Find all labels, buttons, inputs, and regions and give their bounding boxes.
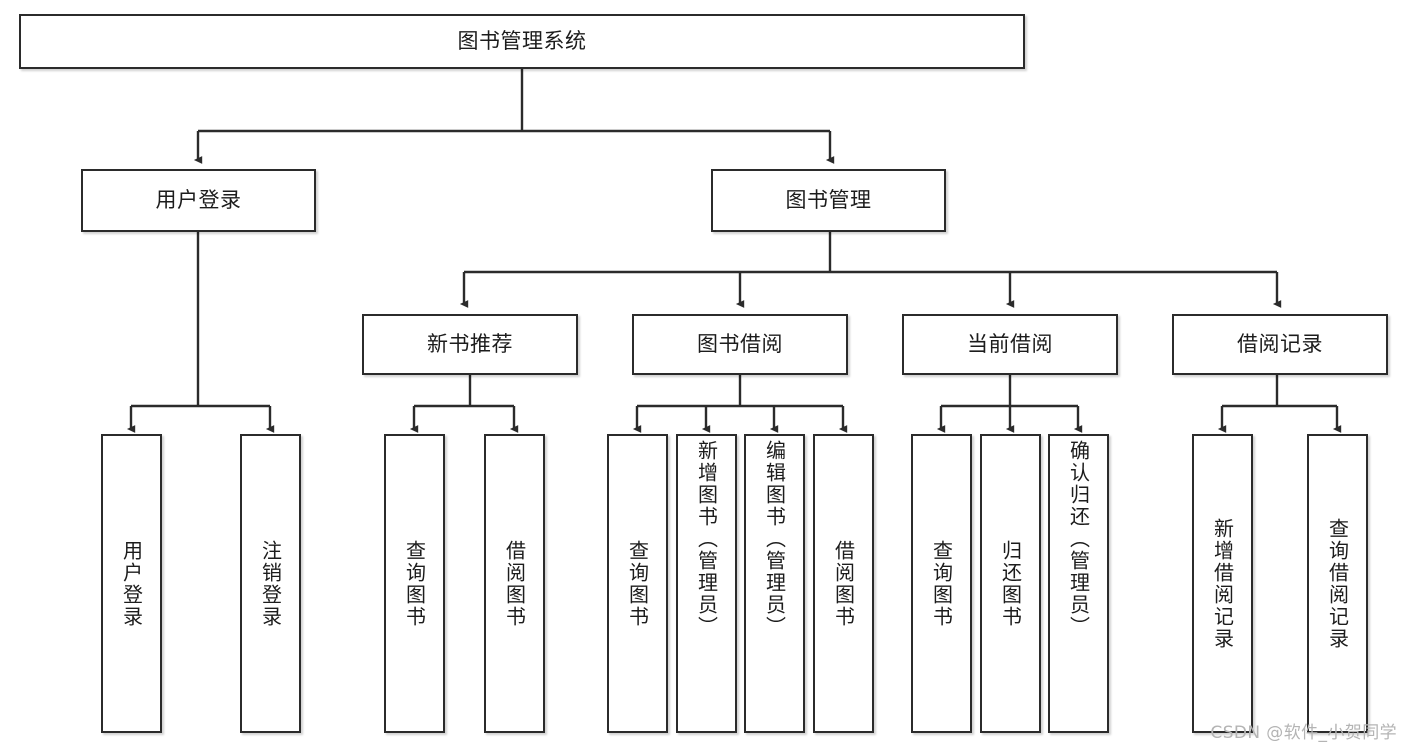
node-leaf-return-book-label: 归还图书 bbox=[998, 539, 1023, 628]
node-book-manage[interactable]: 图书管理 bbox=[711, 169, 946, 232]
node-leaf-add-book-label: 新增图书（管理员） bbox=[694, 440, 719, 638]
node-current-borrow[interactable]: 当前借阅 bbox=[902, 314, 1118, 375]
node-root[interactable]: 图书管理系统 bbox=[19, 14, 1025, 69]
node-leaf-query-record[interactable]: 查询借阅记录 bbox=[1307, 434, 1368, 733]
node-book-borrow[interactable]: 图书借阅 bbox=[632, 314, 848, 375]
node-borrow-record-label: 借阅记录 bbox=[1237, 331, 1323, 356]
node-leaf-add-record-label: 新增借阅记录 bbox=[1210, 517, 1235, 650]
node-leaf-query-record-label: 查询借阅记录 bbox=[1325, 517, 1350, 650]
node-leaf-query-book-1-label: 查询图书 bbox=[402, 539, 427, 628]
node-leaf-logout-label: 注销登录 bbox=[258, 539, 283, 628]
node-user-login-label: 用户登录 bbox=[155, 187, 242, 212]
node-leaf-query-book-2[interactable]: 查询图书 bbox=[607, 434, 668, 733]
node-leaf-query-book-1[interactable]: 查询图书 bbox=[384, 434, 445, 733]
node-leaf-query-book-3[interactable]: 查询图书 bbox=[911, 434, 972, 733]
node-leaf-borrow-book-1[interactable]: 借阅图书 bbox=[484, 434, 545, 733]
node-leaf-confirm-return[interactable]: 确认归还（管理员） bbox=[1048, 434, 1109, 733]
node-leaf-add-record[interactable]: 新增借阅记录 bbox=[1192, 434, 1253, 733]
node-leaf-borrow-book-1-label: 借阅图书 bbox=[502, 539, 527, 628]
node-borrow-record[interactable]: 借阅记录 bbox=[1172, 314, 1388, 375]
node-leaf-user-login[interactable]: 用户登录 bbox=[101, 434, 162, 733]
node-book-manage-label: 图书管理 bbox=[785, 187, 872, 212]
watermark-text: CSDN @软件_小贺同学 bbox=[1210, 723, 1397, 743]
node-leaf-edit-book[interactable]: 编辑图书（管理员） bbox=[744, 434, 805, 733]
node-leaf-return-book[interactable]: 归还图书 bbox=[980, 434, 1041, 733]
node-leaf-user-login-label: 用户登录 bbox=[119, 539, 144, 628]
node-leaf-query-book-3-label: 查询图书 bbox=[929, 539, 954, 628]
node-book-borrow-label: 图书借阅 bbox=[697, 331, 783, 356]
node-leaf-logout[interactable]: 注销登录 bbox=[240, 434, 301, 733]
node-root-label: 图书管理系统 bbox=[457, 28, 587, 53]
node-leaf-add-book[interactable]: 新增图书（管理员） bbox=[676, 434, 737, 733]
node-leaf-borrow-book-2-label: 借阅图书 bbox=[831, 539, 856, 628]
node-user-login[interactable]: 用户登录 bbox=[81, 169, 316, 232]
node-leaf-borrow-book-2[interactable]: 借阅图书 bbox=[813, 434, 874, 733]
node-new-book-recommend[interactable]: 新书推荐 bbox=[362, 314, 578, 375]
node-leaf-edit-book-label: 编辑图书（管理员） bbox=[762, 440, 787, 638]
node-leaf-confirm-return-label: 确认归还（管理员） bbox=[1066, 440, 1091, 638]
node-new-book-recommend-label: 新书推荐 bbox=[427, 331, 513, 356]
node-leaf-query-book-2-label: 查询图书 bbox=[625, 539, 650, 628]
node-current-borrow-label: 当前借阅 bbox=[967, 331, 1053, 356]
